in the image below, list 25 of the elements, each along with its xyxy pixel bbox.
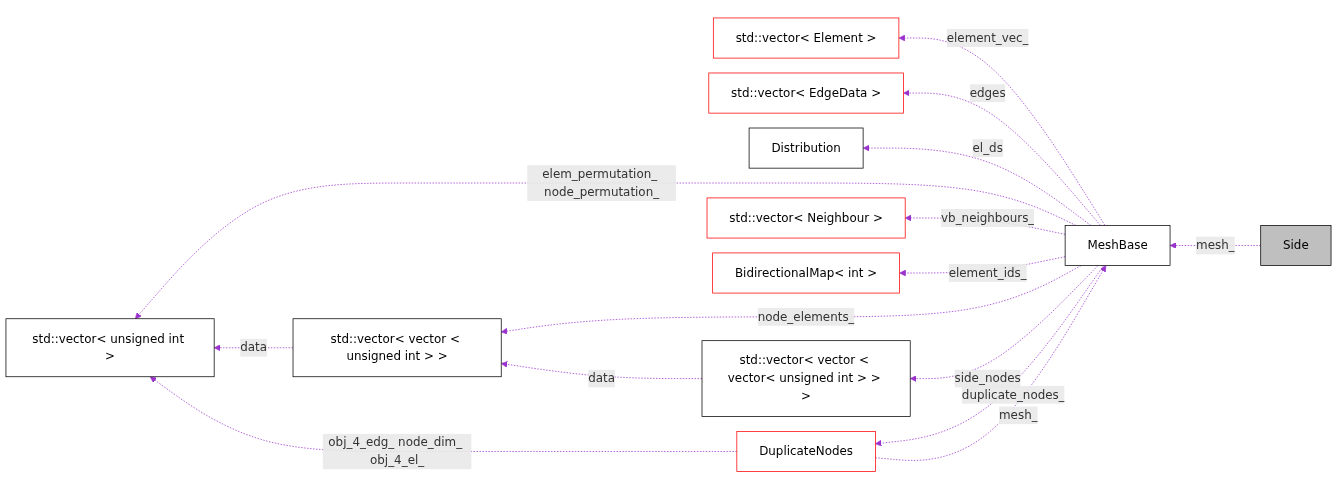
node-box: std::vector< unsigned int > bbox=[5, 318, 215, 378]
node-box: std::vector< Element > bbox=[712, 17, 900, 59]
node-box: BidirectionalMap< int > bbox=[712, 252, 900, 294]
edge-label: mesh_ bbox=[999, 408, 1038, 423]
edge-label: duplicate_nodes_ bbox=[961, 387, 1065, 402]
edge-label: obj_4_edg_ node_dim_ obj_4_el_ bbox=[328, 435, 463, 468]
edge-label: side_nodes bbox=[954, 371, 1021, 386]
edge-label: el_ds bbox=[972, 140, 1003, 156]
edge-label: mesh_ bbox=[1196, 238, 1235, 253]
edge-label: elem_permutation_ node_permutation_ bbox=[542, 166, 660, 199]
edge-label: node_elements_ bbox=[757, 309, 855, 324]
edge-label: data bbox=[240, 340, 267, 355]
node-box: Side bbox=[1260, 225, 1332, 267]
edge-label: data bbox=[588, 371, 616, 386]
node-box: std::vector< EdgeData > bbox=[708, 72, 904, 114]
node-box: std::vector< vector < unsigned int > > bbox=[292, 318, 502, 378]
node-box: std::vector< Neighbour > bbox=[706, 197, 906, 239]
node-box: DuplicateNodes bbox=[736, 431, 876, 473]
node-box: MeshBase bbox=[1064, 225, 1171, 267]
node-box: std::vector< vector < vector< unsigned int > > > bbox=[701, 340, 911, 418]
edge-label: edges bbox=[969, 85, 1006, 100]
edge-label: vb_neighbours_ bbox=[941, 210, 1035, 225]
node-box: Distribution bbox=[748, 127, 864, 169]
edge-label: element_ids_ bbox=[948, 265, 1027, 280]
edge-label: element_vec_ bbox=[946, 30, 1029, 45]
